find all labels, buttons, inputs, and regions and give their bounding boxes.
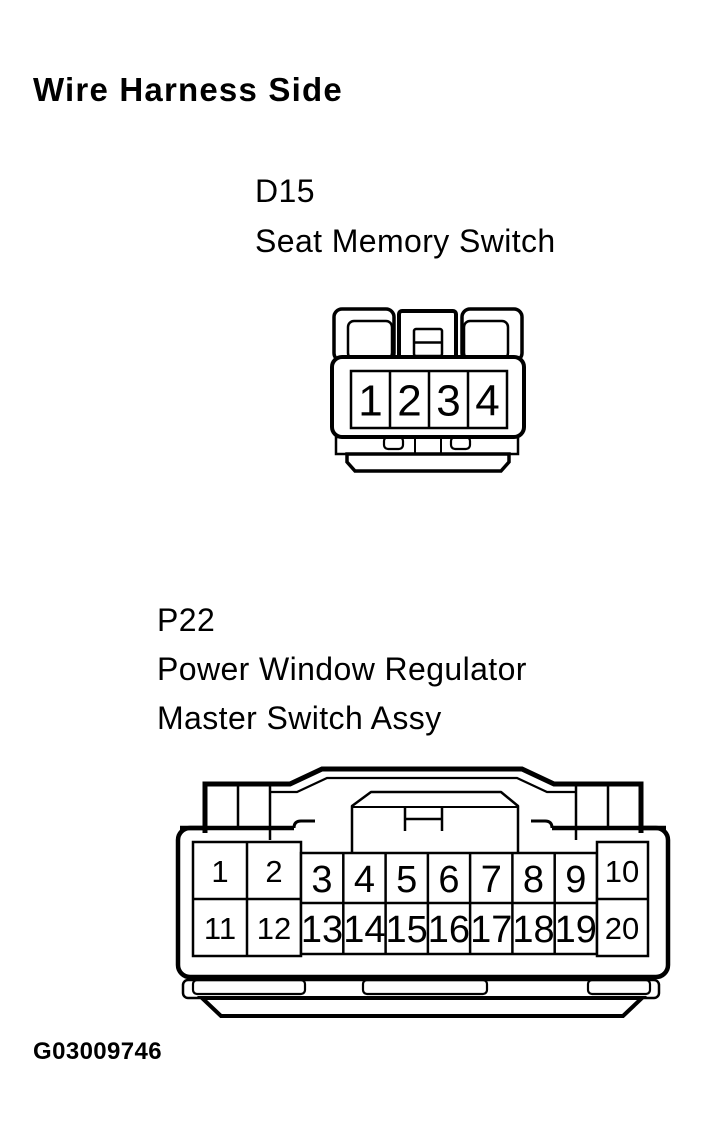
d15-lug-left	[332, 307, 396, 363]
pin-number: 2	[265, 854, 282, 889]
d15-bottom-skirt	[334, 435, 520, 473]
figure-id: G03009746	[33, 1038, 163, 1065]
pin-number: 11	[204, 911, 236, 946]
d15-base-bar	[345, 452, 511, 473]
d15-connector-drawing: 1 2 3 4	[330, 307, 526, 473]
p22-skirt-notch-left	[191, 978, 307, 996]
d15-lug-right	[460, 307, 524, 363]
d15-pin-dividers	[388, 371, 470, 428]
p22-top-step-left	[292, 819, 315, 829]
connector-name-p22-line2: Master Switch Assy	[157, 700, 442, 736]
pin-number: 12	[257, 911, 291, 946]
d15-center-latch-tab	[397, 309, 458, 363]
pin-number: 16	[428, 909, 470, 951]
pin-number: 17	[470, 909, 512, 951]
pin-number: 19	[555, 909, 597, 951]
p22-connector-drawing: 1 2 3 4 5 6 7 8 9 10 11 12 13 14 15 16 1…	[175, 766, 671, 1018]
p22-body-top-edge	[180, 819, 666, 831]
p22-pin-block-left-dividers	[193, 842, 301, 956]
connector-code-d15: D15	[255, 173, 315, 209]
p22-base-bar	[196, 996, 648, 1018]
d15-pin-grid: 1 2 3 4	[349, 369, 509, 430]
pin-number: 14	[343, 909, 385, 951]
pin-number: 3	[311, 859, 332, 901]
p22-pin-block-center-dividers	[301, 853, 597, 954]
page-title: Wire Harness Side	[33, 71, 343, 108]
pin-number: 2	[397, 377, 421, 426]
d15-skirt-center-tab	[414, 437, 442, 454]
p22-skirt-notch-center	[361, 978, 489, 996]
pin-number: 4	[475, 377, 499, 426]
p22-top-details	[236, 776, 610, 853]
p22-top-step-right	[531, 819, 554, 829]
connector-label-p22: P22 Power Window Regulator Master Switch…	[157, 596, 527, 743]
pin-number: 5	[396, 859, 417, 901]
pin-number: 6	[438, 859, 459, 901]
p22-lug-dividers	[236, 786, 610, 826]
pin-number: 8	[523, 859, 544, 901]
p22-inner-trapezoid	[350, 790, 520, 853]
p22-pin-grid: 1 2 3 4 5 6 7 8 9 10 11 12 13 14 15 16 1…	[191, 840, 650, 958]
d15-top-lugs	[332, 307, 524, 363]
connector-label-d15: D15 Seat Memory Switch	[255, 166, 556, 266]
pin-number: 3	[436, 377, 460, 426]
pin-number: 7	[481, 859, 502, 901]
p22-skirt-notch-right	[586, 978, 652, 996]
pin-number: 1	[358, 377, 382, 426]
pin-number: 18	[512, 909, 554, 951]
d15-skirt-band	[334, 435, 520, 456]
pin-number: 1	[211, 854, 228, 889]
connector-name-d15: Seat Memory Switch	[255, 223, 556, 259]
pin-number: 9	[565, 859, 586, 901]
pin-number: 13	[301, 909, 343, 951]
pin-number: 10	[605, 854, 639, 889]
p22-center-latch	[403, 807, 444, 831]
p22-bottom-skirt	[181, 978, 661, 1018]
pin-number: 4	[354, 859, 375, 901]
p22-lug-inner-edges	[268, 786, 578, 840]
pin-number: 15	[386, 909, 428, 951]
p22-inner-contour	[270, 776, 576, 794]
pin-number: 20	[605, 911, 639, 946]
connector-code-p22: P22	[157, 602, 216, 638]
connector-name-p22-line1: Power Window Regulator	[157, 651, 527, 687]
